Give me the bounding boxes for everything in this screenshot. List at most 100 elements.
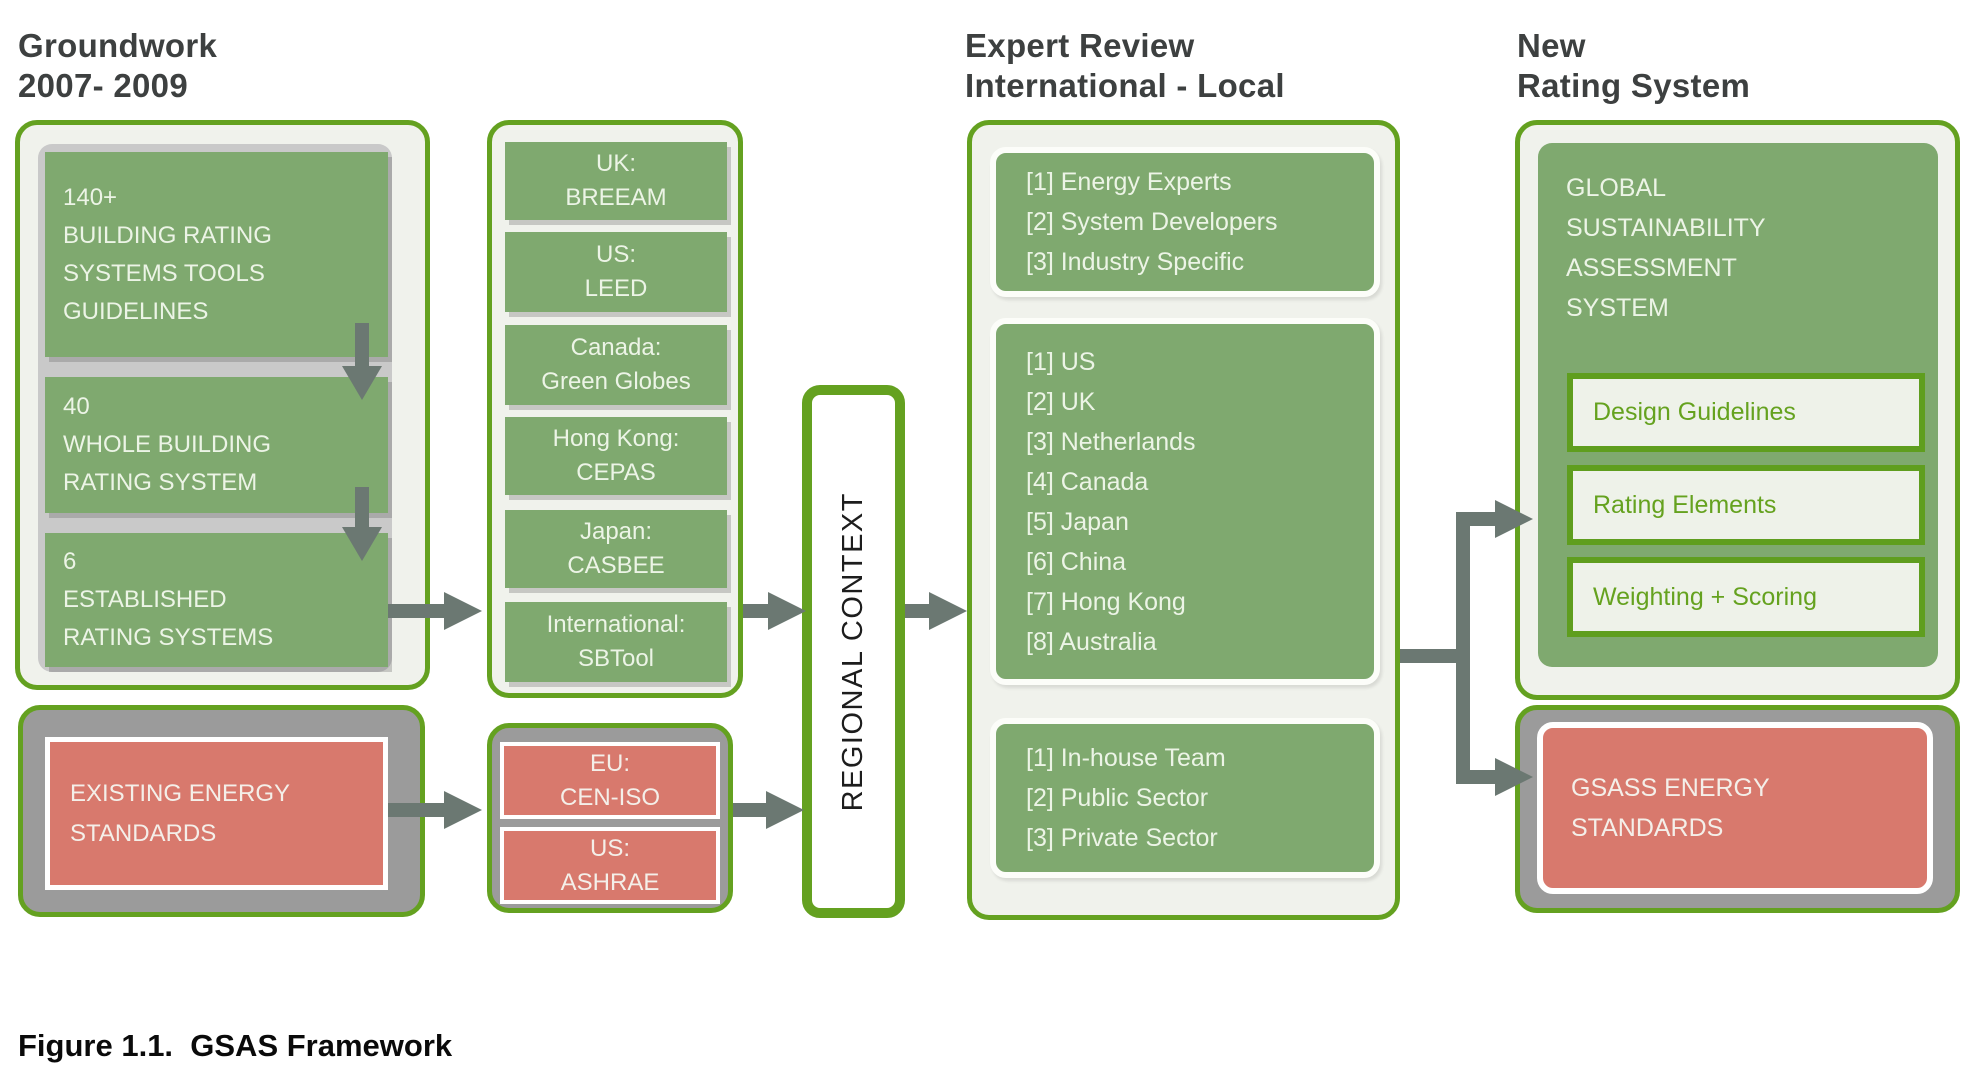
- expert-group-box-sectors: [1] In-house Team [2] Public Sector [3] …: [990, 718, 1380, 878]
- gsas-line: SUSTAINABILITY: [1566, 214, 1766, 242]
- standard-line: CEN-ISO: [559, 783, 660, 811]
- expert-group-box-countries: [1] US [2] UK [3] Netherlands [4] Canada…: [990, 318, 1380, 685]
- arrow-right-context-stem: [905, 604, 931, 618]
- arrow-right-branch-top-stem: [1463, 512, 1497, 526]
- arrow-right-context-head: [929, 592, 967, 630]
- energy-line: EXISTING ENERGY: [70, 779, 291, 807]
- groundwork-title-line2: 2007- 2009: [18, 67, 188, 104]
- rating-line: Green Globes: [541, 368, 691, 395]
- rating-system-box-us: US: LEED: [505, 232, 727, 312]
- expert-group-box-experts: [1] Energy Experts [2] System Developers…: [990, 147, 1380, 297]
- expert-line: [4] Canada: [1026, 467, 1149, 496]
- component-label: Design Guidelines: [1593, 398, 1796, 426]
- arrow-down-stage1-stem: [355, 323, 369, 368]
- new-rating-title-line1: New: [1517, 27, 1586, 64]
- stage-line: RATING SYSTEM: [63, 469, 258, 496]
- stage-box-140: 140+ BUILDING RATING SYSTEMS TOOLS GUIDE…: [45, 152, 388, 357]
- gsas-line: ASSESSMENT: [1566, 254, 1737, 282]
- new-rating-title-line2: Rating System: [1517, 67, 1751, 104]
- rating-line: BREEAM: [565, 184, 667, 211]
- expert-line: [6] China: [1026, 547, 1127, 576]
- branch-stub: [1400, 649, 1470, 663]
- gsass-line: GSASS ENERGY: [1571, 774, 1770, 802]
- rating-line: Hong Kong:: [552, 425, 680, 452]
- expert-line: [2] UK: [1026, 387, 1096, 416]
- rating-line: Canada:: [570, 334, 662, 361]
- standard-line: US:: [589, 834, 630, 862]
- standard-box-us: US: ASHRAE: [500, 827, 720, 904]
- arrow-right-branch-bottom-head: [1495, 758, 1533, 796]
- arrow-down-stage2-head: [342, 527, 382, 561]
- arrow-down-stage2-stem: [355, 487, 369, 529]
- arrow-right-energy-head: [444, 791, 482, 829]
- new-rating-system-title: New Rating System: [1517, 26, 1750, 106]
- energy-line: STANDARDS: [70, 819, 217, 847]
- expert-line: [1] In-house Team: [1026, 744, 1226, 772]
- existing-energy-box: EXISTING ENERGY STANDARDS: [45, 737, 388, 890]
- arrow-right-stages-head: [444, 592, 482, 630]
- expert-line: [1] Energy Experts: [1026, 168, 1232, 196]
- stage-line: 140+: [63, 183, 118, 211]
- expert-line: [3] Industry Specific: [1026, 248, 1245, 276]
- gsas-label: GLOBAL SUSTAINABILITY ASSESSMENT SYSTEM: [1566, 168, 1766, 328]
- component-box-design-guidelines: Design Guidelines: [1567, 373, 1925, 452]
- gsass-energy-box: GSASS ENERGY STANDARDS: [1537, 722, 1933, 894]
- stage-line: GUIDELINES: [63, 297, 209, 325]
- expert-review-title: Expert Review International - Local: [965, 26, 1285, 106]
- component-label: Rating Elements: [1593, 490, 1777, 519]
- figure-caption: Figure 1.1. GSAS Framework: [18, 1028, 453, 1063]
- expert-line: [8] Australia: [1026, 627, 1157, 656]
- groundwork-title: Groundwork 2007- 2009: [18, 26, 217, 106]
- arrow-down-stage1-head: [342, 366, 382, 400]
- arrow-right-systems-head: [768, 592, 806, 630]
- stage-line: RATING SYSTEMS: [63, 624, 274, 651]
- rating-line: International:: [546, 611, 686, 638]
- rating-line: LEED: [584, 275, 648, 302]
- component-box-rating-elements: Rating Elements: [1567, 465, 1925, 545]
- rating-system-box-canada: Canada: Green Globes: [505, 325, 727, 405]
- gsas-line: GLOBAL: [1566, 174, 1667, 202]
- expert-line: [7] Hong Kong: [1026, 587, 1186, 616]
- rating-line: Japan:: [579, 518, 653, 545]
- standard-line: ASHRAE: [560, 868, 660, 896]
- gsass-line: STANDARDS: [1571, 814, 1724, 842]
- stage-line: 40: [63, 393, 90, 420]
- expert-line: [2] System Developers: [1026, 208, 1278, 236]
- expert-line: [3] Private Sector: [1026, 824, 1218, 852]
- rating-line: SBTool: [577, 645, 655, 672]
- rating-system-box-hongkong: Hong Kong: CEPAS: [505, 417, 727, 495]
- rating-system-box-japan: Japan: CASBEE: [505, 510, 727, 588]
- stage-box-6: 6 ESTABLISHED RATING SYSTEMS: [45, 533, 388, 667]
- rating-line: CASBEE: [567, 552, 665, 579]
- stage-line: BUILDING RATING: [63, 221, 272, 249]
- stage-line: SYSTEMS TOOLS: [63, 259, 265, 287]
- arrow-right-energy-stem: [388, 803, 444, 817]
- arrow-right-standards-stem: [733, 803, 769, 817]
- rating-line: US:: [595, 241, 636, 268]
- regional-context-label: REGIONAL CONTEXT: [837, 491, 869, 812]
- standard-line: EU:: [589, 749, 630, 777]
- component-box-weighting-scoring: Weighting + Scoring: [1567, 557, 1925, 637]
- component-label: Weighting + Scoring: [1593, 582, 1817, 611]
- expert-line: [1] US: [1026, 347, 1096, 376]
- arrow-right-stages-stem: [388, 604, 444, 618]
- gsas-line: SYSTEM: [1566, 294, 1669, 322]
- expert-review-title-line2: International - Local: [965, 67, 1285, 104]
- rating-system-box-uk: UK: BREEAM: [505, 142, 727, 220]
- rating-system-box-international: International: SBTool: [505, 602, 727, 682]
- expert-line: [5] Japan: [1026, 507, 1129, 536]
- rating-line: CEPAS: [576, 459, 656, 486]
- arrow-right-branch-bottom-stem: [1463, 770, 1497, 784]
- stage-line: WHOLE BUILDING: [63, 431, 272, 458]
- regional-context-box: REGIONAL CONTEXT: [802, 385, 905, 918]
- expert-line: [3] Netherlands: [1026, 427, 1196, 456]
- stage-line: 6: [63, 548, 77, 575]
- branch-vertical: [1456, 512, 1470, 784]
- arrow-right-branch-top-head: [1495, 500, 1533, 538]
- rating-line: UK:: [595, 150, 636, 177]
- arrow-right-systems-stem: [743, 604, 771, 618]
- stage-box-40: 40 WHOLE BUILDING RATING SYSTEM: [45, 377, 388, 513]
- groundwork-title-line1: Groundwork: [18, 27, 218, 64]
- stage-line: ESTABLISHED: [63, 586, 227, 613]
